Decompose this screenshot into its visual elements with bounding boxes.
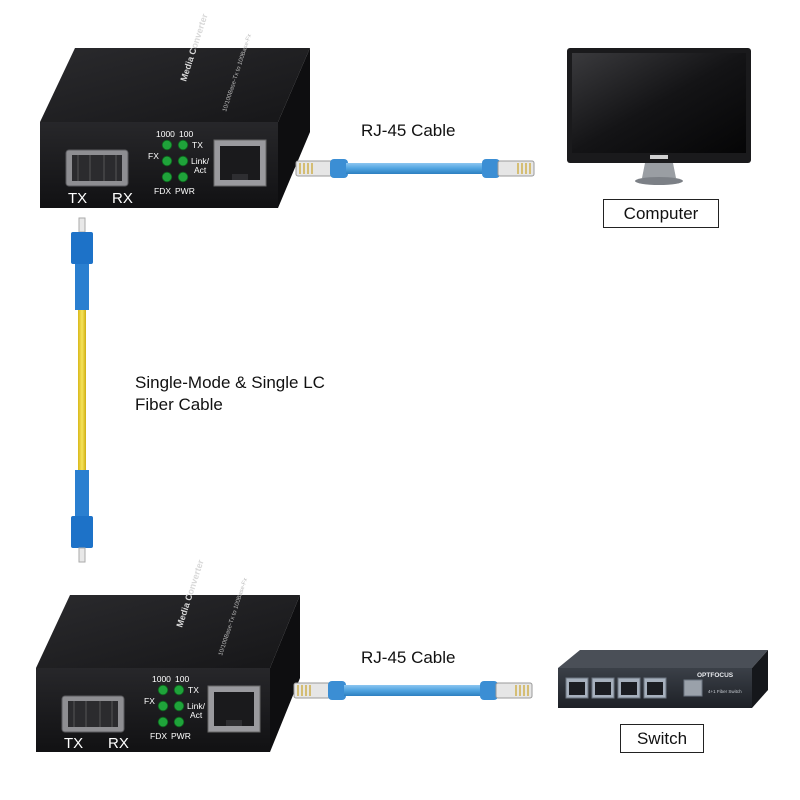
rj45-boot [482,159,500,178]
rj45-plug [498,161,534,176]
led-label-tx: TX [192,140,203,150]
rj45-boot [328,681,346,700]
lc-boot-top [75,264,89,310]
led-label-act: Act [190,710,203,720]
monitor-logo [650,155,668,159]
bottom-media-converter: Media Converter 10/100Base-Tx to 100Base… [36,558,300,752]
led-indicator [174,717,184,727]
tx-port-label: TX [64,735,83,752]
bottom-rj45-cable-label: RJ-45 Cable [361,648,456,668]
rj45-port [208,686,260,732]
fiber-cable-body [78,310,86,470]
led-indicator [174,685,184,695]
rj45-boot [330,159,348,178]
rj45-cable-body [346,163,484,174]
monitor-stand [642,163,676,178]
fiber-ferrule [79,218,85,232]
rx-port-label: RX [108,735,129,752]
rj45-plug [296,161,332,176]
lc-connector-bottom [71,516,93,548]
led-indicator [178,156,188,166]
top-rj45-cable [296,159,534,178]
led-label-fx: FX [144,696,155,706]
rx-port-label: RX [112,190,133,207]
led-label-100: 100 [179,129,193,139]
led-indicator [162,172,172,182]
computer-monitor [567,48,751,185]
rj45-plug [496,683,532,698]
led-label-pwr: PWR [175,186,195,196]
network-switch: OPTFOCUS 4+1 Fiber Switch [558,650,768,708]
switch-model: 4+1 Fiber Switch [708,689,742,694]
computer-label: Computer [603,199,719,228]
top-media-converter: Media Converter 10/100Base-Tx to 100Base… [40,12,310,208]
rj45-cable-body [344,685,482,696]
led-indicator [158,717,168,727]
lc-boot-bottom [75,470,89,516]
sfp-port [66,150,128,186]
led-indicator [178,172,188,182]
lc-connector-top [71,232,93,264]
led-label-1000: 1000 [152,674,171,684]
fiber-cable-label-line1: Single-Mode & Single LC [135,372,325,394]
top-rj45-cable-label: RJ-45 Cable [361,121,456,141]
monitor-screen [572,53,746,153]
led-label-fx: FX [148,151,159,161]
switch-label: Switch [620,724,704,753]
switch-brand: OPTFOCUS [697,672,734,679]
fiber-cable [71,218,93,562]
led-label-tx: TX [188,685,199,695]
bottom-rj45-cable [294,681,532,700]
rj45-plug [294,683,330,698]
switch-top-face [558,650,768,668]
rj45-boot [480,681,498,700]
fiber-cable-label: Single-Mode & Single LC Fiber Cable [135,372,325,416]
monitor-base [635,177,683,185]
led-label-100: 100 [175,674,189,684]
led-indicator [162,140,172,150]
rj45-port [214,140,266,186]
led-label-fdx: FDX [150,731,167,741]
sfp-port [62,696,124,732]
converter-top-face [40,48,310,122]
led-indicator [178,140,188,150]
led-indicator [158,685,168,695]
led-indicator [174,701,184,711]
led-label-act: Act [194,165,207,175]
fiber-cable-label-line2: Fiber Cable [135,394,325,416]
switch-sfp-port [684,680,702,696]
converter-top-face [36,595,300,668]
led-label-1000: 1000 [156,129,175,139]
led-indicator [158,701,168,711]
led-label-fdx: FDX [154,186,171,196]
led-indicator [162,156,172,166]
tx-port-label: TX [68,190,87,207]
fiber-ferrule [79,548,85,562]
led-label-pwr: PWR [171,731,191,741]
